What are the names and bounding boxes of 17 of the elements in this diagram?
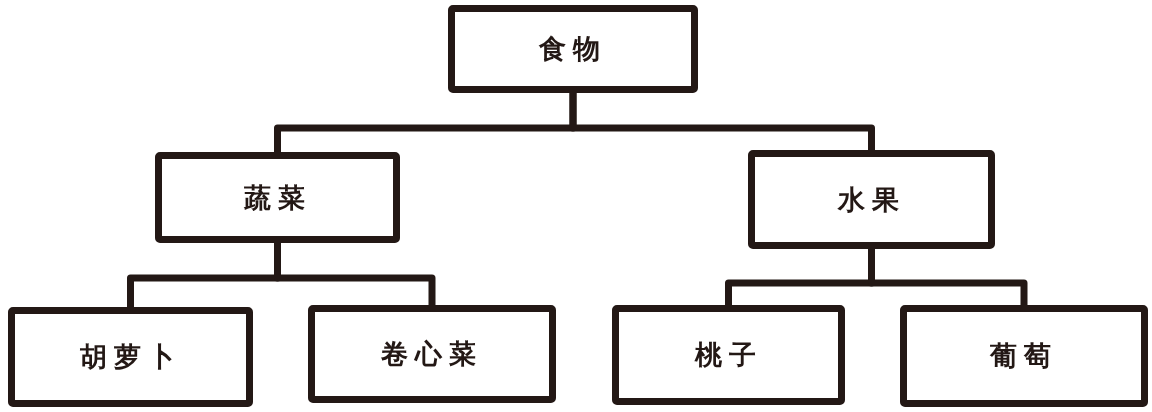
category-label: 食物: [539, 34, 607, 64]
category-box: [308, 305, 556, 403]
category-box: [448, 5, 698, 93]
connector-line: [868, 249, 1028, 305]
category-label: 卷心菜: [381, 339, 483, 369]
category-label: 胡萝卜: [79, 342, 182, 372]
connector-line: [274, 243, 436, 305]
category-label: 蔬菜: [243, 182, 312, 213]
category-label: 葡萄: [990, 341, 1058, 371]
category-box: [612, 305, 845, 405]
category-box: [8, 307, 253, 407]
category-box: [748, 150, 995, 249]
category-box: [155, 152, 400, 243]
category-box: [900, 305, 1148, 407]
category-label: 水果: [837, 184, 906, 215]
connector-line: [569, 93, 875, 150]
category-label: 桃子: [694, 340, 763, 370]
